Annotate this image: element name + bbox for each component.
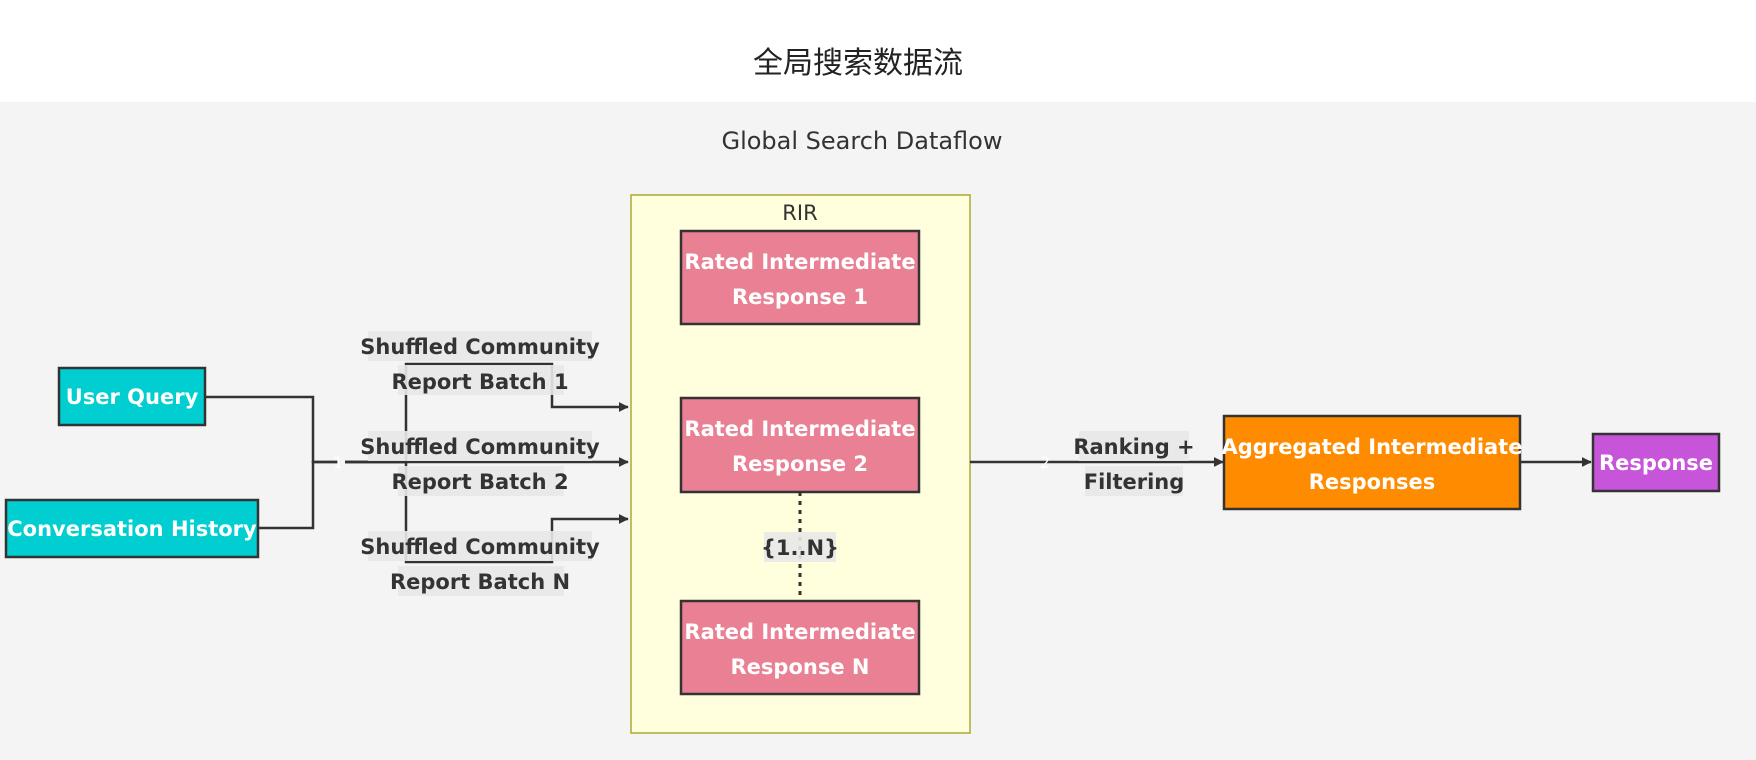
batch-2-label-bg bbox=[368, 431, 592, 461]
ranking-label-bg-2 bbox=[1085, 466, 1183, 496]
edge-batch-n bbox=[345, 460, 629, 564]
ranking-label-line-2: Filtering bbox=[1084, 470, 1185, 494]
node-rirN-label-line-1: Rated Intermediate bbox=[684, 620, 915, 644]
batch-n-label-bg-2 bbox=[398, 566, 564, 596]
node-rated-intermediate-response-1[interactable]: Rated Intermediate Response 1 bbox=[679, 229, 921, 326]
batch-1-label-bg bbox=[368, 331, 592, 361]
node-aggregated-label-line-2: Responses bbox=[1309, 470, 1436, 494]
batch-2-label-bg-2 bbox=[398, 466, 564, 496]
node-rir2-label-line-1: Rated Intermediate bbox=[684, 417, 915, 441]
edge-step-2-label: 2 bbox=[1040, 453, 1050, 472]
rir-link-label: {1..N} bbox=[761, 536, 839, 560]
batch-n-label-line-1: Shuffled Community bbox=[360, 535, 600, 559]
ranking-label-line-1: Ranking + bbox=[1073, 435, 1194, 459]
batch-2-label-line-1: Shuffled Community bbox=[360, 435, 600, 459]
node-conversation-history[interactable]: Conversation History bbox=[4, 498, 260, 559]
edge-step-1-label: 1 bbox=[333, 453, 343, 472]
node-rir1-label-line-2: Response 1 bbox=[732, 285, 868, 309]
node-rated-intermediate-response-2[interactable]: Rated Intermediate Response 2 bbox=[679, 396, 921, 494]
batch-n-label-bg bbox=[368, 531, 592, 561]
node-aggregated-label-line-1: Aggregated Intermediate bbox=[1222, 435, 1523, 459]
batch-2-label-line-2: Report Batch 2 bbox=[391, 470, 568, 494]
node-conversation-history-label: Conversation History bbox=[7, 517, 257, 541]
ranking-label-bg bbox=[1079, 431, 1189, 461]
rir-cluster-label: RIR bbox=[782, 201, 817, 225]
node-rir2-label-line-2: Response 2 bbox=[732, 452, 868, 476]
node-rated-intermediate-response-n[interactable]: Rated Intermediate Response N bbox=[679, 599, 921, 696]
edge-conversation-history bbox=[258, 460, 338, 530]
node-rir1-label-line-1: Rated Intermediate bbox=[684, 250, 915, 274]
node-user-query-label: User Query bbox=[66, 385, 199, 409]
dataflow-diagram: Global Search Dataflow RIR 1 Shuffled Co… bbox=[4, 127, 1721, 734]
node-rirN-label-line-2: Response N bbox=[731, 655, 870, 679]
node-response-label: Response bbox=[1599, 451, 1713, 475]
batch-n-label-line-2: Report Batch N bbox=[390, 570, 570, 594]
node-response[interactable]: Response bbox=[1591, 432, 1721, 493]
rir-link-label-bg bbox=[764, 532, 836, 562]
node-user-query[interactable]: User Query bbox=[57, 366, 207, 427]
page-title: 全局搜索数据流 bbox=[753, 46, 963, 81]
batch-1-label-line-1: Shuffled Community bbox=[360, 335, 600, 359]
batch-1-label-line-2: Report Batch 1 bbox=[391, 370, 568, 394]
node-aggregated-intermediate-responses[interactable]: Aggregated Intermediate Responses bbox=[1222, 414, 1523, 511]
edge-user-query bbox=[206, 395, 338, 464]
batch-1-label-bg-2 bbox=[398, 365, 564, 395]
diagram-title: Global Search Dataflow bbox=[721, 127, 1002, 155]
diagram-canvas: Global Search Dataflow RIR 1 Shuffled Co… bbox=[0, 102, 1756, 760]
